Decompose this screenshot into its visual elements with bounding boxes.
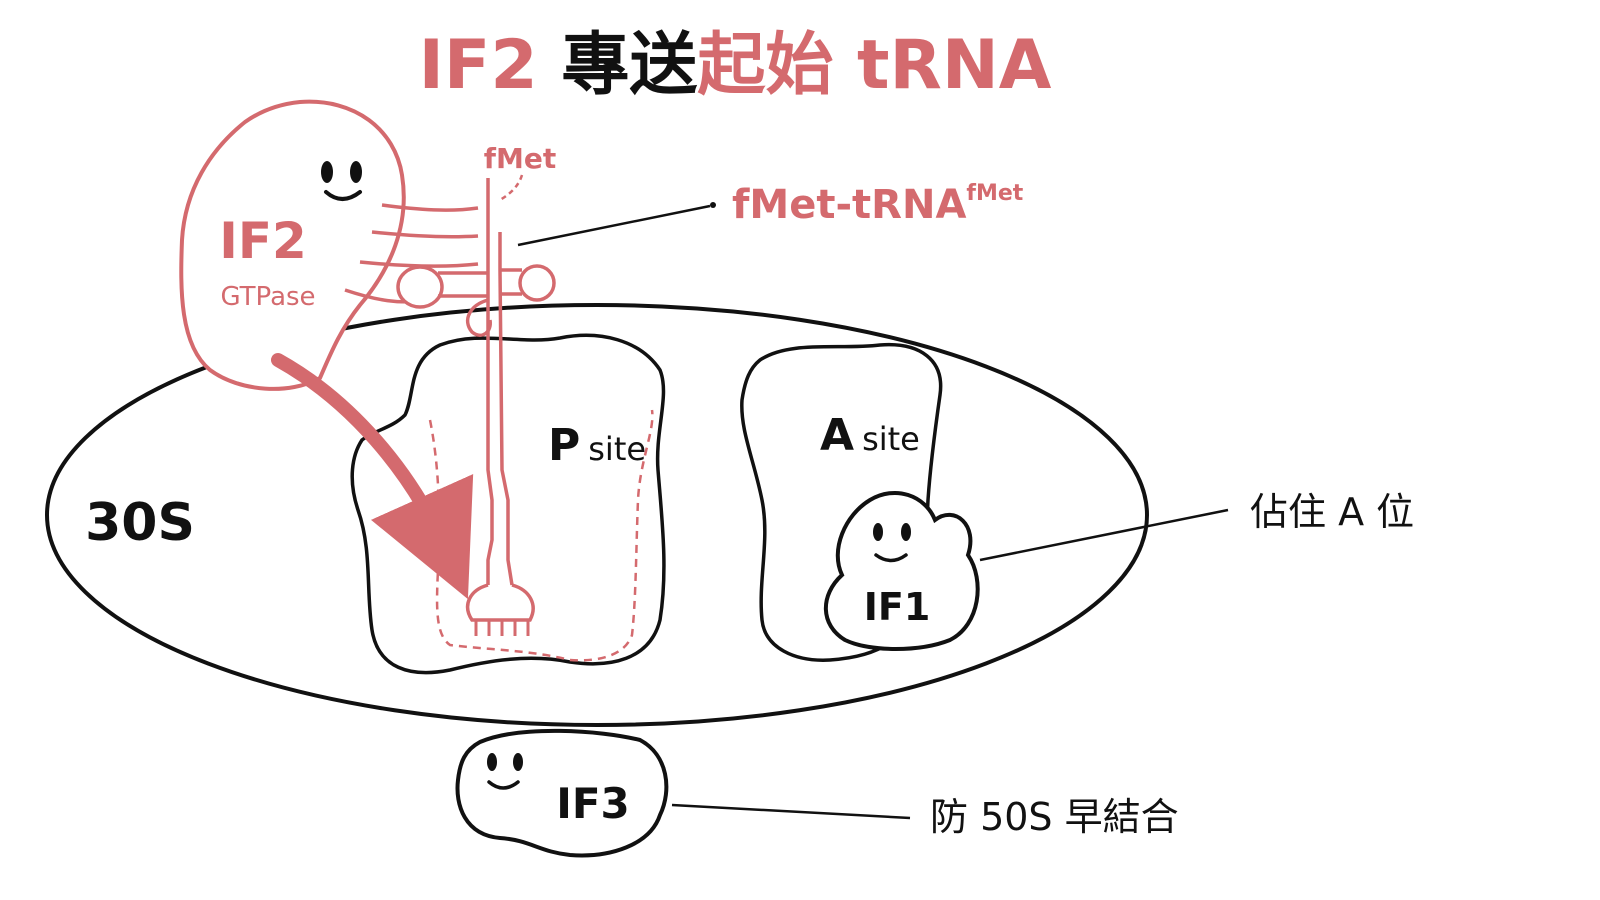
if1-leader-line <box>979 508 1229 562</box>
if3-factor <box>455 728 669 858</box>
if2-label: IF2 <box>219 212 307 270</box>
if2-smile-icon <box>324 190 362 201</box>
fmet-label: fMet <box>484 142 556 175</box>
if2-factor <box>179 99 406 391</box>
if3-leader-line <box>671 803 911 820</box>
if1-label: IF1 <box>864 585 931 629</box>
page-title: IF2 專送起始 tRNA <box>419 26 1052 105</box>
if1-factor <box>823 490 980 651</box>
p-site-dashed-outline <box>428 409 654 662</box>
trna-t-loop <box>518 264 556 302</box>
trna-leader-line <box>517 204 711 247</box>
trna-leader-dot <box>710 202 716 208</box>
gtpase-label: GTPase <box>220 282 315 312</box>
if3-eye-right-icon <box>513 753 523 771</box>
if2-arm-middle <box>371 230 479 239</box>
if1-eye-left-icon <box>873 523 883 541</box>
if3-label: IF3 <box>556 779 630 828</box>
if3-eye-left-icon <box>487 753 497 771</box>
if2-eye-left-icon <box>321 161 333 183</box>
delivery-arrow <box>271 353 474 600</box>
if1-smile-icon <box>874 553 908 563</box>
if1-note: 佔住 A 位 <box>1250 490 1414 534</box>
if2-eye-right-icon <box>350 161 362 183</box>
trna-variable-loop <box>466 298 492 337</box>
if3-note: 防 50S 早結合 <box>930 795 1179 839</box>
if2-arm-upper <box>381 203 479 212</box>
trna-strand-left <box>486 178 494 585</box>
trna-label: fMet-tRNAfMet <box>732 181 1024 228</box>
if3-smile-icon <box>487 780 520 790</box>
if2-hand <box>396 265 444 309</box>
fmet-dashed-link <box>499 174 524 202</box>
30s-label: 30S <box>85 493 195 553</box>
if1-eye-right-icon <box>901 523 911 541</box>
